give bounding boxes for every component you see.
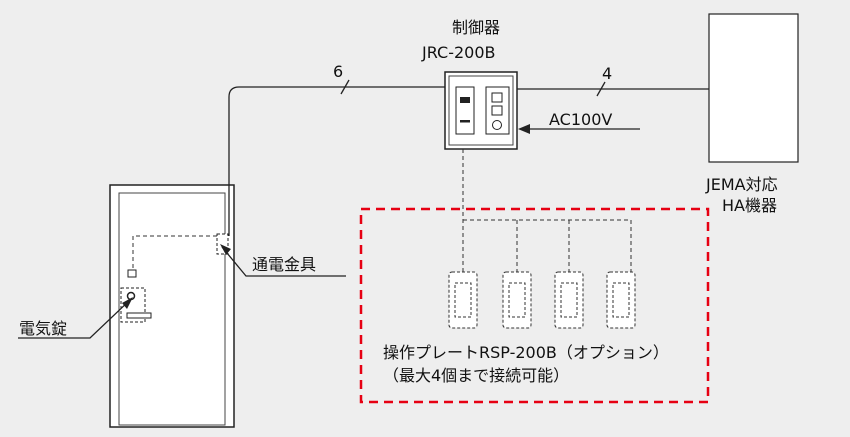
- electric-lock: [120, 269, 152, 323]
- options-highlight-box: [359, 207, 710, 404]
- operation-plate: [606, 271, 636, 329]
- operation-plate: [502, 271, 532, 329]
- cable-to-controller: [228, 86, 445, 236]
- options-caption-line1: 操作プレートRSP-200B（オプション）: [383, 343, 669, 362]
- wire-count-tick-left: [340, 79, 350, 95]
- options-caption-line2: （最大4個まで接続可能）: [383, 366, 569, 385]
- operation-plate: [448, 271, 478, 329]
- wire-count-right: 4: [602, 64, 612, 83]
- ha-device-box: [708, 13, 799, 163]
- controller-title: 制御器: [452, 18, 500, 37]
- hinge-connector: [216, 233, 229, 255]
- lock-label: 電気錠: [19, 319, 67, 338]
- hinge-label: 通電金具: [252, 255, 316, 274]
- controller-panel-left: [455, 86, 475, 135]
- door-handle-icon: [126, 312, 152, 319]
- hinge-leader-arrow-icon: [220, 244, 231, 255]
- controller-button-icon: [492, 120, 502, 130]
- controller-box: [444, 71, 518, 150]
- lock-leader-line: [18, 299, 131, 339]
- lock-status-icon: [491, 92, 503, 103]
- lock-leader-arrow-icon: [122, 297, 133, 309]
- device-label-line2: HA機器: [722, 196, 777, 215]
- wire-count-tick-right: [596, 81, 606, 97]
- wire-count-left: 6: [333, 62, 343, 81]
- option-wiring: [462, 149, 632, 272]
- power-label: AC100V: [549, 110, 612, 129]
- door-internal-wiring: [132, 235, 217, 270]
- power-arrow-icon: [518, 124, 530, 134]
- unlock-status-icon: [491, 105, 503, 116]
- device-label-line1: JEMA対応: [705, 175, 778, 194]
- hinge-leader-line: [221, 246, 346, 277]
- controller-model: JRC-200B: [421, 43, 496, 62]
- operation-plate: [554, 271, 584, 329]
